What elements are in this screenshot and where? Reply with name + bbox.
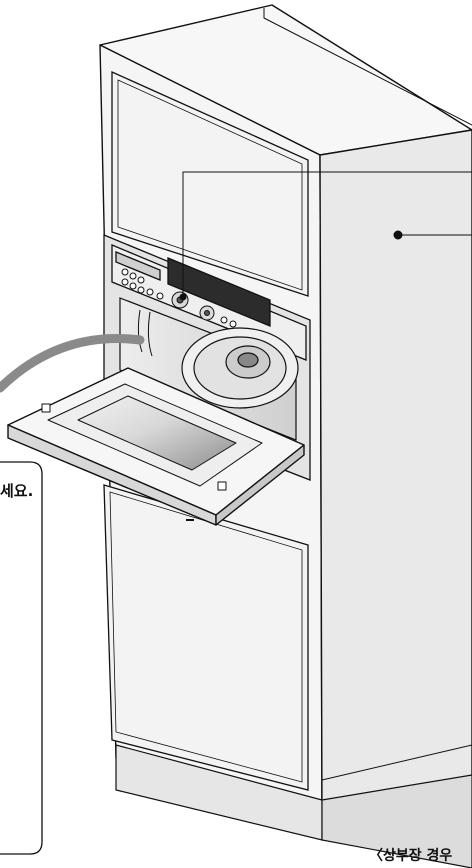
control-button: [129, 282, 137, 290]
door-hinge-left: [41, 403, 51, 413]
upper-cabinet-door: [111, 70, 309, 297]
lower-cabinet-door: [103, 484, 309, 791]
control-button: [129, 272, 137, 280]
cabinet-plinth: [115, 744, 472, 868]
callout-arc: [0, 334, 145, 393]
control-button: [121, 268, 129, 276]
leader-line-knob: [182, 171, 472, 297]
turntable: [181, 327, 299, 409]
note-text-fragment: 세요.: [0, 482, 34, 500]
leader-lines: [179, 171, 472, 301]
control-button: [229, 320, 237, 328]
control-button: [156, 292, 164, 300]
oven-controls: [121, 268, 237, 328]
leader-dot-cabinet: [393, 230, 403, 240]
caption-text-fragment: 〈상부장 경우: [369, 848, 453, 864]
oven-door-open: [7, 367, 305, 526]
door-hinge-right: [217, 481, 227, 491]
control-button: [137, 286, 145, 294]
control-button: [137, 276, 145, 284]
control-button: [121, 278, 129, 286]
control-button: [146, 288, 154, 296]
leader-dot-knob: [179, 293, 187, 301]
control-button: [220, 316, 228, 324]
note-box: [0, 461, 43, 855]
control-knob-right-center: [204, 310, 210, 316]
